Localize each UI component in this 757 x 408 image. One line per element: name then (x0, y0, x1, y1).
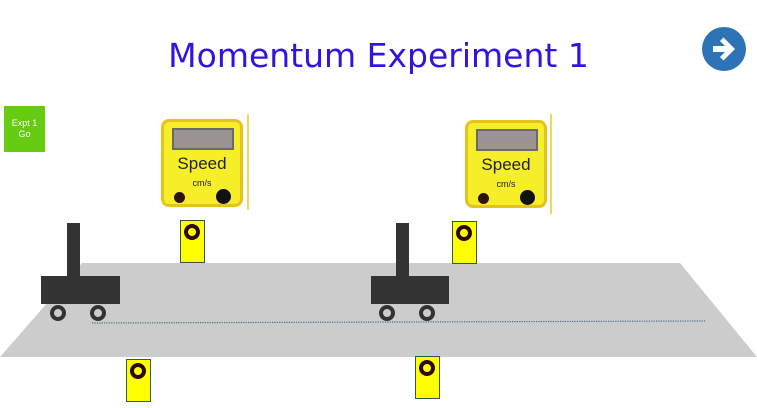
cart-body (41, 276, 120, 304)
meter-label: Speed (177, 154, 227, 173)
go-button-line1: Expt 1 (11, 118, 38, 128)
photogate-bottom-2[interactable] (415, 356, 440, 399)
arrow-right-circle-icon (713, 37, 735, 61)
meter-jack-left (478, 193, 489, 204)
next-button[interactable] (702, 27, 746, 71)
meter-display (172, 128, 234, 150)
wheel-icon (419, 305, 435, 321)
speed-meter-2: Speed cm/s (465, 120, 547, 208)
speed-meter-1: Speed cm/s (161, 119, 243, 207)
expt-1-go-button[interactable]: Expt 1 Go (4, 106, 45, 152)
sensor-ring-icon (130, 363, 146, 379)
cart-2[interactable] (371, 223, 451, 323)
page-title: Momentum Experiment 1 (168, 36, 589, 75)
meter-jack-left (174, 192, 185, 203)
meter-unit: cm/s (496, 179, 516, 189)
sensor-ring-icon (456, 225, 472, 241)
cart-flag (67, 223, 80, 278)
photogate-top-2[interactable] (452, 221, 477, 264)
meter-jack-right (520, 190, 535, 205)
photogate-bottom-1[interactable] (126, 359, 151, 402)
go-button-line2: Go (18, 129, 31, 139)
wheel-icon (90, 305, 106, 321)
meter-display (476, 129, 538, 151)
sensor-ring-icon (184, 224, 200, 240)
cart-1[interactable] (41, 223, 121, 323)
cart-body (371, 276, 449, 304)
sensor-ring-icon (419, 360, 435, 376)
meter-jack-right (216, 189, 231, 204)
meter-label: Speed (481, 155, 531, 174)
cart-flag (396, 223, 409, 278)
wheel-icon (379, 305, 395, 321)
wheel-icon (50, 305, 66, 321)
meter-divider (550, 114, 552, 214)
meter-divider (247, 114, 249, 210)
meter-unit: cm/s (192, 178, 212, 188)
photogate-top-1[interactable] (180, 220, 205, 263)
